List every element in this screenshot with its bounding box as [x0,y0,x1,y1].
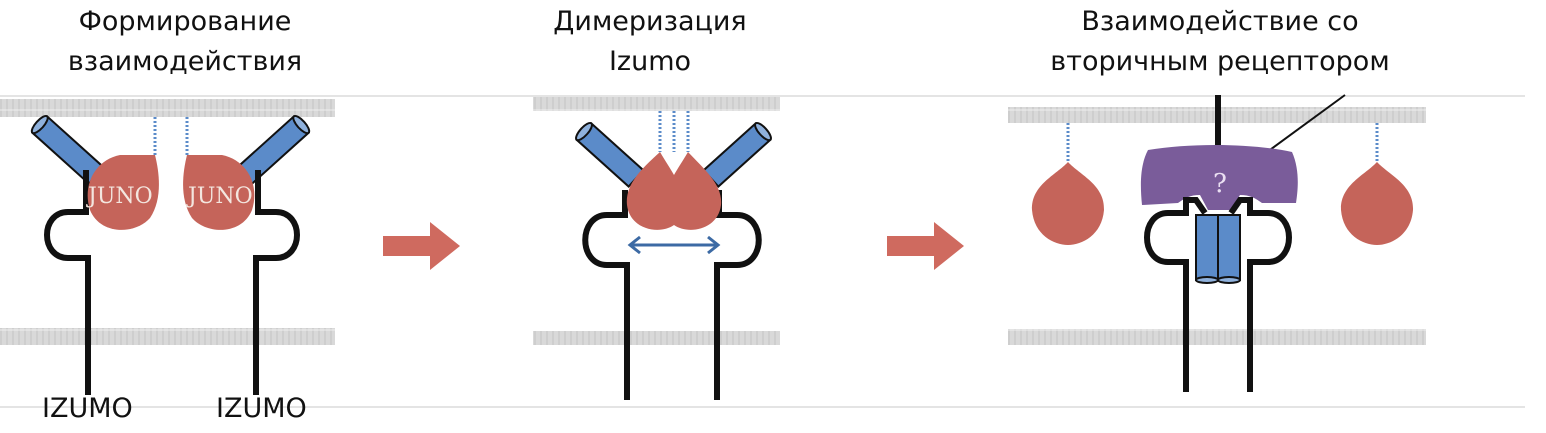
izumo-right [253,170,300,395]
title-line: Взаимодействие со [1081,6,1359,37]
membrane-bottom-1 [0,328,335,345]
title-line: Формирование [78,6,292,37]
panel2-title: Димеризация Izumo [500,2,800,82]
juno-right [183,155,255,230]
membrane-bottom-2 [533,331,780,345]
arrow-right-icon [887,222,964,270]
panel2 [575,111,772,400]
panel3: ? [1031,94,1414,392]
title-line: Димеризация [553,6,747,37]
membrane-top-1 [0,99,335,117]
panel1: JUNO JUNO [30,114,311,395]
juno-left [87,155,159,230]
title-line: вторичным рецептором [1050,46,1390,77]
panel3-title: Взаимодействие со вторичным рецептором [1020,2,1420,82]
double-arrow-icon [627,235,721,255]
juno-dimer [626,152,722,230]
juno-label: JUNO [86,184,153,209]
arrow-right-icon [383,222,460,270]
rod-right [702,121,772,189]
question-mark: ? [1213,169,1227,199]
membrane-top-2 [533,97,780,111]
rod-right [235,114,311,186]
izumo-right [714,190,762,400]
izumo-left [582,190,630,400]
rod-left [30,114,106,186]
izumo-label-right: IZUMO [216,393,307,424]
panel1-title: Формирование взаимодействия [20,2,350,82]
rod-pair [1195,214,1241,284]
secondary-receptor [1140,144,1298,210]
izumo-right [1228,197,1292,392]
izumo-left [1144,197,1208,392]
juno-label: JUNO [186,184,253,209]
juno-right [1340,162,1414,245]
izumo-left [44,170,91,395]
izumo-label-left: IZUMO [42,393,133,424]
membrane-bottom-3 [1008,329,1426,345]
title-line: Izumo [608,46,692,77]
rod-left [575,121,645,189]
juno-left [1031,162,1105,245]
title-line: взаимодействия [67,46,303,77]
